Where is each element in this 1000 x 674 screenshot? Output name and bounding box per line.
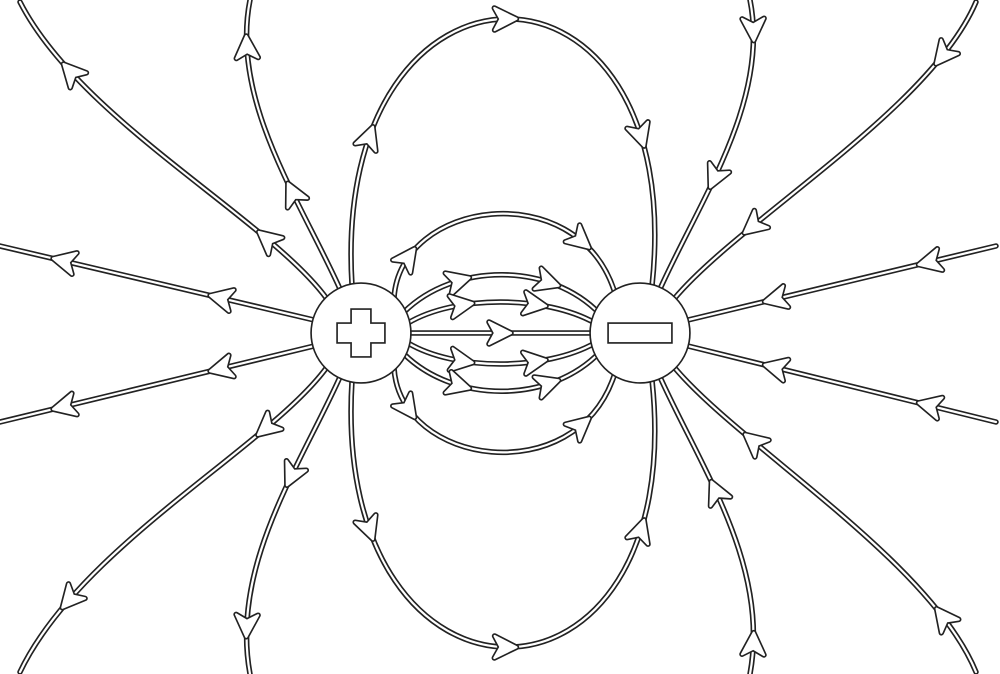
arrowhead-icon [739, 15, 767, 44]
negative-charge [589, 282, 691, 384]
arrowhead-icon [624, 119, 651, 149]
arrowhead-icon [233, 611, 261, 640]
arrowhead-icon [562, 415, 592, 444]
arrowhead-icon [531, 374, 562, 401]
field-line [657, 0, 757, 292]
field-line-core [349, 18, 656, 288]
arrowhead-icon [352, 124, 379, 154]
arrowhead-icon [60, 61, 90, 91]
field-line [657, 374, 757, 674]
field-line-core [18, 0, 329, 301]
field-line-core [0, 244, 316, 322]
field-line-core [672, 0, 978, 301]
arrowhead-icon [207, 287, 237, 315]
arrowhead-icon [207, 352, 237, 380]
arrowhead-icon [933, 605, 962, 636]
field-line-core [658, 375, 755, 674]
arrowhead-icon [284, 180, 311, 211]
field-line [348, 16, 658, 289]
arrowhead-icon [519, 289, 549, 317]
arrowhead-icon [486, 319, 514, 347]
arrowhead-icon [531, 265, 562, 292]
arrowhead-icon [742, 431, 772, 460]
arrowhead-icon [915, 394, 946, 422]
field-line-core [658, 0, 755, 291]
field-line-core [245, 0, 342, 291]
arrowhead-icon [761, 356, 792, 384]
arrowhead-icon [624, 517, 651, 547]
field-line [243, 0, 343, 292]
arrowhead-icon [491, 633, 520, 661]
field-line [348, 377, 658, 650]
field-line [401, 349, 603, 394]
positive-charge [310, 282, 412, 384]
minus-icon [607, 322, 673, 344]
arrowhead-icon [761, 283, 792, 310]
field-line [405, 340, 598, 367]
arrowhead-icon [491, 5, 520, 33]
arrowhead-icon [519, 349, 549, 377]
arrowhead-icon [706, 160, 733, 191]
arrowhead-icon [933, 37, 962, 67]
arrowhead-icon [233, 33, 262, 62]
arrowhead-icon [442, 368, 473, 396]
arrowhead-icon [741, 207, 772, 236]
field-line-core [349, 378, 656, 648]
arrowhead-icon [352, 512, 379, 542]
arrowhead-icon [283, 457, 310, 489]
arrowhead-icon [390, 390, 418, 421]
arrowhead-icon [390, 245, 418, 276]
field-line-core [402, 350, 602, 393]
field-line-core [686, 244, 998, 322]
field-line [405, 299, 598, 326]
field-line-core [406, 341, 597, 366]
arrowhead-icon [255, 409, 285, 438]
field-line-core [245, 375, 342, 674]
arrowhead-icon [739, 629, 767, 658]
arrowhead-icon [442, 270, 473, 298]
arrowhead-icon [707, 478, 734, 509]
arrowhead-icon [915, 246, 946, 273]
field-line-core [406, 300, 597, 325]
field-line-core [686, 344, 998, 424]
field-line [243, 374, 343, 674]
arrowhead-icon [50, 390, 80, 418]
arrowhead-icon [562, 222, 592, 251]
arrowhead-icon [255, 229, 286, 258]
field-arrows [50, 5, 962, 661]
field-line-core [18, 365, 329, 674]
field-line-core [402, 273, 602, 316]
arrowhead-icon [50, 250, 80, 278]
arrowhead-icon [59, 581, 88, 611]
arrowhead-icon [446, 293, 476, 321]
field-line [401, 272, 603, 317]
arrowhead-icon [446, 345, 476, 373]
plus-icon [336, 308, 386, 358]
field-line-core [672, 365, 978, 674]
